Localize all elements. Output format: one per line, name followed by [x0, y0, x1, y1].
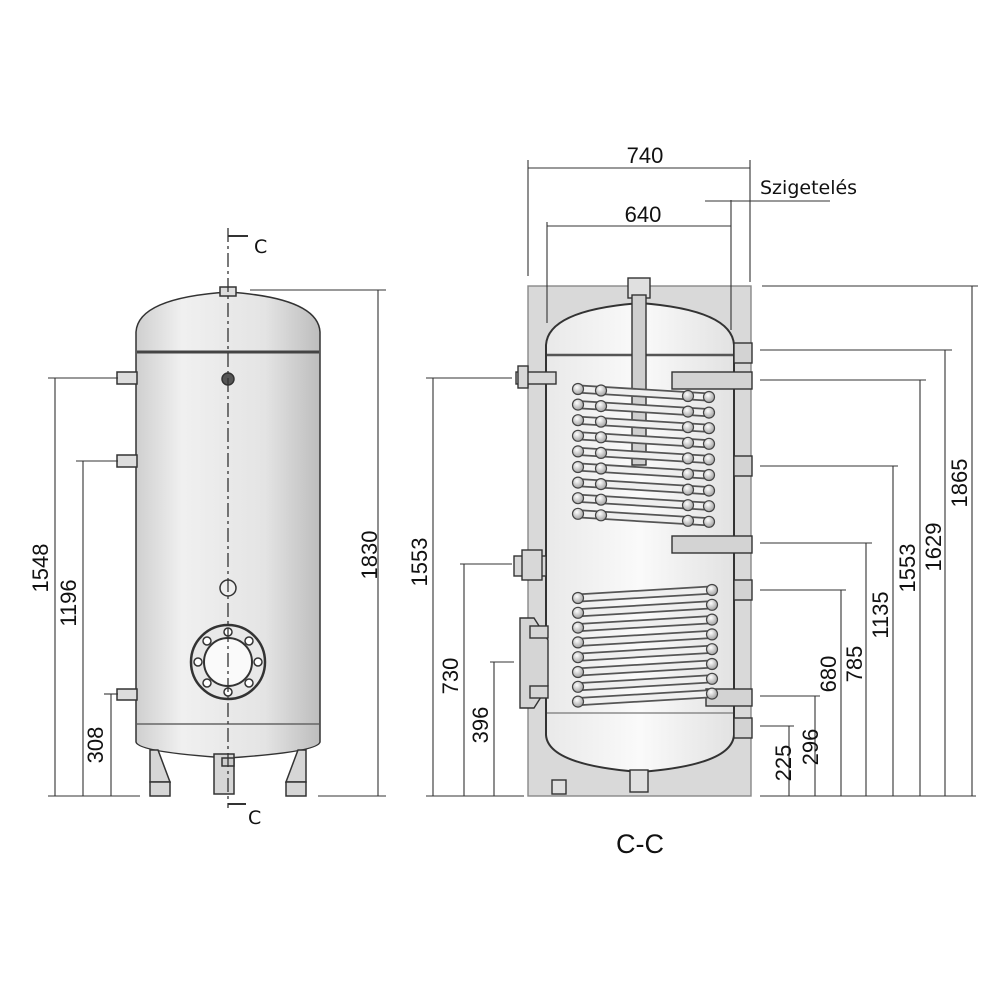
coil-tube-end: [705, 657, 719, 671]
dim-730: 730: [438, 658, 463, 695]
coil-tube-end: [571, 680, 585, 693]
dim-640: 640: [625, 202, 662, 227]
coil-tube-end: [681, 405, 695, 418]
dim-1548: 1548: [28, 544, 53, 593]
coil-tube-end: [705, 643, 719, 656]
left-ports: [513, 365, 557, 581]
coil-tube-end: [702, 468, 716, 482]
coil-tube-end: [571, 651, 585, 664]
coil-tube-end: [702, 453, 716, 466]
front-view: [116, 286, 321, 797]
coil-tube-end: [571, 414, 585, 427]
insulation-label: Szigetelés: [760, 177, 857, 199]
coil-tube-end: [594, 462, 608, 475]
front-nozzle-308: [116, 688, 138, 701]
front-dimension-lines: [48, 289, 386, 797]
coil-tube-end: [571, 636, 585, 649]
coil-tube-end: [571, 606, 585, 619]
coil-tube-end: [571, 665, 585, 679]
coil-tube-end: [594, 509, 608, 522]
section-dimension-lines: [426, 160, 978, 797]
coil-tube-highlight: [575, 616, 715, 631]
coil-tube-highlight: [575, 631, 715, 646]
dim-225: 225: [771, 745, 796, 782]
coil-tube-end: [571, 476, 585, 489]
front-center-line: [227, 228, 248, 808]
coil-tube-end: [705, 583, 719, 597]
coil-tube-end: [705, 687, 719, 700]
coil-tube-end: [594, 400, 608, 413]
upper-coil: [571, 382, 716, 528]
dim-740: 740: [627, 143, 664, 168]
coil-tube-end: [705, 628, 719, 641]
dim-680: 680: [816, 656, 841, 693]
coil-tube-end: [705, 613, 719, 626]
coil-tube-end: [681, 389, 695, 403]
coil-tube-highlight: [575, 602, 715, 616]
coil-tube-end: [571, 695, 585, 708]
coil-tube-end: [594, 493, 608, 506]
coil-tube-end: [702, 437, 716, 450]
coil-tube-end: [681, 436, 695, 449]
dim-1865: 1865: [947, 459, 972, 508]
section-view: [513, 277, 753, 797]
coil-tube-end: [681, 483, 695, 496]
section-marker-top: C: [254, 236, 267, 258]
coil-tube-end: [571, 382, 585, 396]
coil-tube-end: [571, 591, 585, 605]
coil-tube-end: [702, 484, 716, 497]
coil-tube-highlight: [575, 661, 715, 675]
coil-tube-highlight: [575, 587, 715, 601]
coil-tube-end: [594, 446, 608, 459]
coil-tube-end: [571, 507, 585, 520]
dim-1629: 1629: [921, 523, 946, 572]
coil-tube-highlight: [575, 676, 715, 690]
dim-1830: 1830: [357, 531, 382, 580]
coil-tube-end: [594, 431, 608, 444]
dim-396: 396: [468, 707, 493, 744]
coil-tube-highlight: [575, 690, 715, 705]
coil-tube-end: [594, 384, 608, 397]
coil-tube-end: [594, 478, 608, 491]
coil-tube-end: [702, 500, 716, 513]
heater-flange: [519, 617, 549, 709]
section-marker-bottom: C: [248, 807, 261, 829]
front-nozzle-1196: [116, 454, 138, 468]
dim-left-1553: 1553: [407, 538, 432, 587]
coil-tube-end: [571, 460, 585, 474]
coil-tube-end: [681, 467, 695, 481]
coil-tube-end: [705, 672, 719, 685]
coil-tube-end: [571, 398, 585, 411]
coil-tube-end: [702, 515, 716, 528]
coil-tube-end: [571, 445, 585, 458]
dim-785: 785: [842, 646, 867, 683]
dim-1196: 1196: [56, 579, 81, 626]
right-ports: [671, 342, 753, 739]
front-tank-shell: [135, 291, 321, 759]
dim-right-1553: 1553: [895, 544, 920, 593]
coil-tube-end: [594, 415, 608, 428]
lower-coil: [571, 583, 719, 708]
section-title: C-C: [616, 829, 664, 859]
coil-tube-end: [705, 598, 719, 611]
coil-tube-end: [702, 390, 716, 404]
coil-tube-end: [571, 492, 585, 505]
front-nozzle-1548: [116, 371, 138, 385]
coil-tube-end: [681, 499, 695, 512]
coil-tube-end: [702, 406, 716, 419]
coil-tube-end: [681, 421, 695, 434]
coil-tube-end: [571, 621, 585, 634]
dim-296: 296: [798, 729, 823, 766]
coil-tube-end: [702, 422, 716, 435]
dim-308: 308: [83, 727, 108, 764]
dim-1135: 1135: [868, 591, 893, 638]
coil-tube-end: [681, 452, 695, 465]
coil-tube-highlight: [575, 646, 715, 660]
coil-tube-end: [681, 514, 695, 527]
coil-tube-end: [571, 429, 585, 442]
